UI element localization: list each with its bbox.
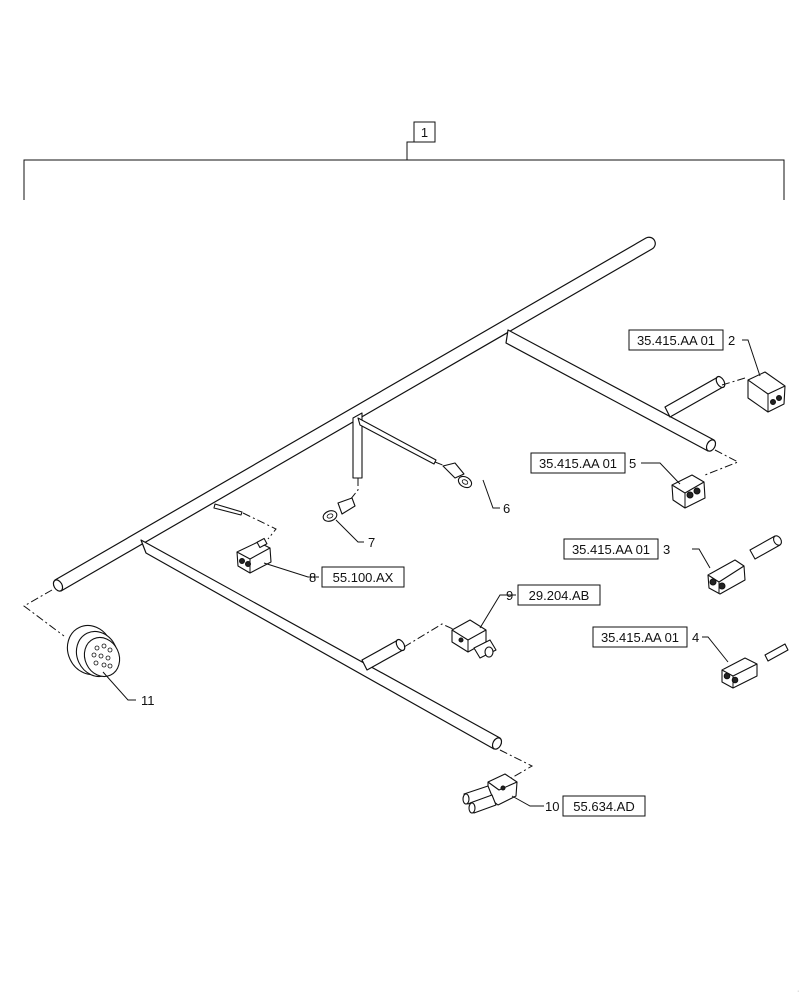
callout-9: 9 29.204.AB [506,584,601,606]
callout-3-ref: 35.415.AA 01 [572,542,650,557]
callout-5-number: 5 [629,456,636,471]
connector-3 [707,535,782,595]
callout-7-number: 7 [368,535,375,550]
callout-leaders [102,339,761,807]
callout-4-number: 4 [692,630,699,645]
callout-11: 11 [141,693,155,708]
callout-7: 7 [368,535,375,550]
callout-2-ref: 35.415.AA 01 [637,333,715,348]
callout-10-number: 10 [545,799,559,814]
callout-8-number: 8 [309,570,316,585]
callout-9-number: 9 [506,588,513,603]
callout-2: 35.415.AA 01 2 [628,329,735,351]
ring-terminal-6 [442,462,473,489]
connector-2 [747,371,786,413]
harness-stub-lower [361,638,406,671]
callout-11-number: 11 [141,693,155,708]
callout-3-number: 3 [663,542,670,557]
connection-dash-lines [23,377,746,781]
connector-10 [462,773,518,814]
round-connector-11 [66,624,121,678]
callout-3: 35.415.AA 01 3 [563,538,670,560]
assembly-item-number: 1 [421,125,428,140]
harness-branch-upper [505,329,717,452]
callout-8: 8 55.100.AX [309,566,405,588]
harness-branch-lower [140,539,503,750]
callout-6: 6 [503,501,510,516]
callout-10: 10 55.634.AD [545,795,646,817]
callout-4: 35.415.AA 01 4 [592,626,699,648]
corner-mark: · [797,988,799,995]
harness-main-trunk [52,236,656,592]
assembly-bracket: 1 [23,121,785,200]
ring-terminal-7 [322,497,356,522]
connector-8 [236,537,272,574]
connector-4 [721,643,789,689]
connector-5 [671,474,706,509]
callout-4-ref: 35.415.AA 01 [601,630,679,645]
callout-6-number: 6 [503,501,510,516]
callout-5: 35.415.AA 01 5 [530,452,636,474]
harness-stub-upper [664,375,726,418]
callout-8-ref: 55.100.AX [333,570,394,585]
callout-9-ref: 29.204.AB [529,588,590,603]
callout-10-ref: 55.634.AD [573,799,634,814]
callout-2-number: 2 [728,333,735,348]
callout-5-ref: 35.415.AA 01 [539,456,617,471]
connector-9 [451,619,497,659]
breakout-wires [213,412,437,516]
